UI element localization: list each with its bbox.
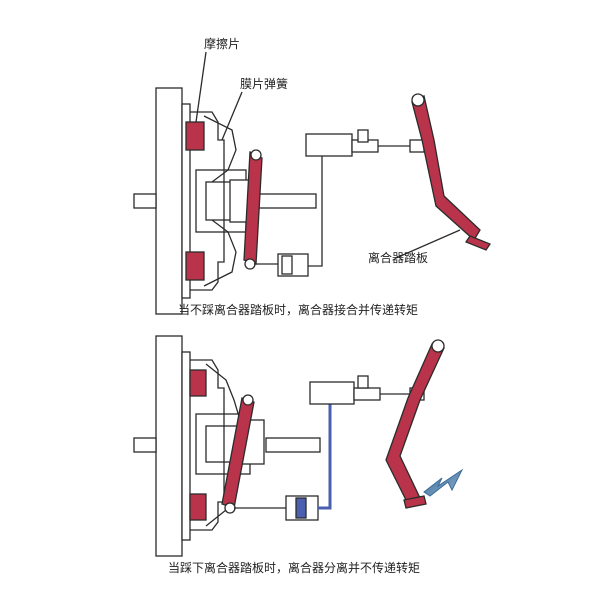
- fork-pivot-top-a: [250, 149, 262, 161]
- slave-piston-bottom: [295, 497, 307, 519]
- fork-pivot-bottom-b: [224, 502, 236, 514]
- master-cylinder-bottom: [353, 387, 381, 401]
- fork-pivot-bottom-a: [242, 394, 254, 406]
- clutch-pedal-top: [411, 95, 481, 242]
- clutch-pedal-bottom: [385, 343, 445, 505]
- master-reservoir-top: [305, 133, 353, 157]
- hydraulic-line-bottom: [318, 404, 332, 510]
- fork-pivot-top-b: [244, 258, 256, 270]
- label-clutch-pedal: 离合器踏板: [368, 251, 429, 265]
- flywheel-top: [155, 87, 183, 315]
- friction-plate-top-lower: [185, 251, 205, 281]
- label-diaphragm-spring: 膜片弹簧: [240, 77, 289, 91]
- release-fork-top: [243, 150, 263, 265]
- flywheel-bottom: [155, 335, 183, 557]
- shaft-left-bottom: [133, 437, 157, 453]
- diaphragm-spring-top: [203, 115, 237, 287]
- pedal-pivot-bottom: [431, 339, 445, 353]
- clutch-cover-top: [190, 111, 225, 291]
- label-friction-plate: 摩擦片: [204, 37, 241, 51]
- pedal-pad-bottom: [403, 495, 427, 509]
- shaft-left-top: [133, 193, 157, 209]
- master-cap-bottom: [357, 375, 369, 389]
- hydraulic-line-top: [308, 156, 323, 267]
- shaft-right-bottom: [265, 437, 321, 453]
- friction-plate-bottom-upper: [189, 369, 207, 397]
- shaft-right-top: [257, 193, 317, 209]
- pedal-pad-top: [465, 235, 491, 251]
- leader-spring: [221, 91, 243, 141]
- engaged-diagram: [133, 51, 491, 315]
- pedal-pivot-top: [411, 93, 425, 107]
- master-reservoir-bottom: [309, 381, 355, 405]
- friction-plate-top-upper: [185, 121, 205, 151]
- slave-piston-top: [281, 255, 293, 275]
- leader-pedal: [395, 229, 461, 259]
- press-arrow-icon: [423, 468, 464, 497]
- friction-plate-bottom-lower: [189, 493, 207, 521]
- master-cap-top: [357, 129, 369, 143]
- disengaged-diagram: [133, 335, 464, 557]
- caption-engaged: 当不踩离合器踏板时，离合器接合并传递转矩: [178, 303, 419, 317]
- flywheel-rim-top: [181, 103, 191, 299]
- caption-disengaged: 当踩下离合器踏板时，离合器分离并不传递转矩: [168, 561, 421, 575]
- clutch-cover-bottom: [190, 359, 225, 531]
- flywheel-rim-bottom: [181, 351, 191, 541]
- leader-friction: [195, 51, 207, 123]
